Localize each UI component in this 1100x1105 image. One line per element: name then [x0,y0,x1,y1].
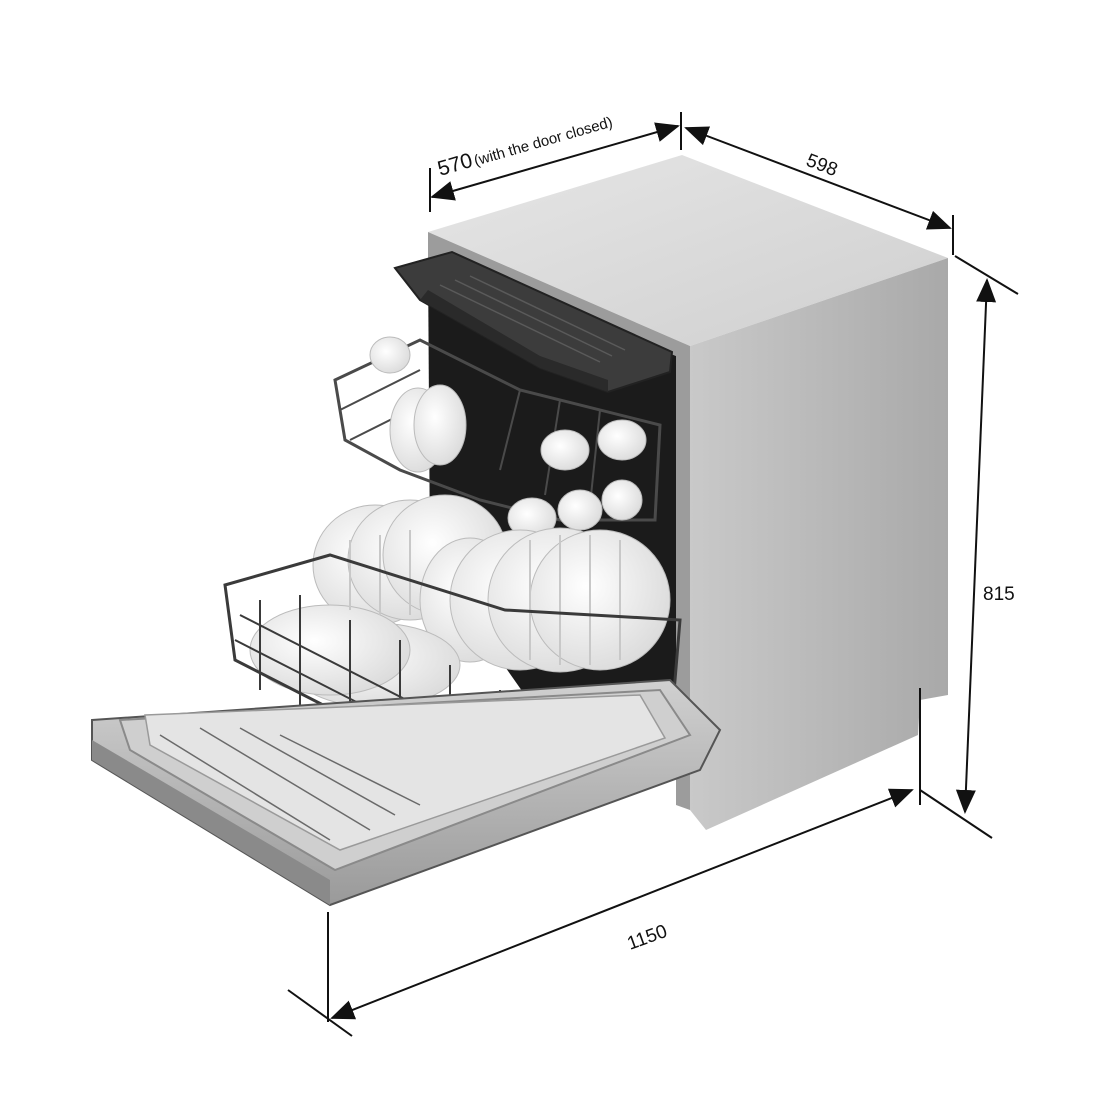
dim-line-width [684,126,952,230]
cutlery-tray [393,250,674,394]
label-height: 815 [983,584,1015,605]
open-door [91,678,722,907]
upper-rack [333,336,662,539]
dim-line-depth-closed [430,122,680,201]
cabinet-top [428,155,948,346]
dim-line-height [955,278,997,814]
lower-dishes [249,494,671,708]
dimension-lines [287,112,1019,1037]
label-depth-closed-value: 570 [435,149,475,181]
label-depth-closed-note: (with the door closed) [472,114,615,170]
cabinet-side [690,258,948,830]
dim-line-depth-open [330,788,914,1020]
label-depth-open: 1150 [625,921,671,955]
ext-line-height-top [954,255,1019,295]
label-width: 598 [803,150,840,181]
ext-line-depth-open-left-tick [287,989,353,1037]
ext-line-height-bottom [919,789,993,839]
dishwasher-illustration [91,155,948,907]
